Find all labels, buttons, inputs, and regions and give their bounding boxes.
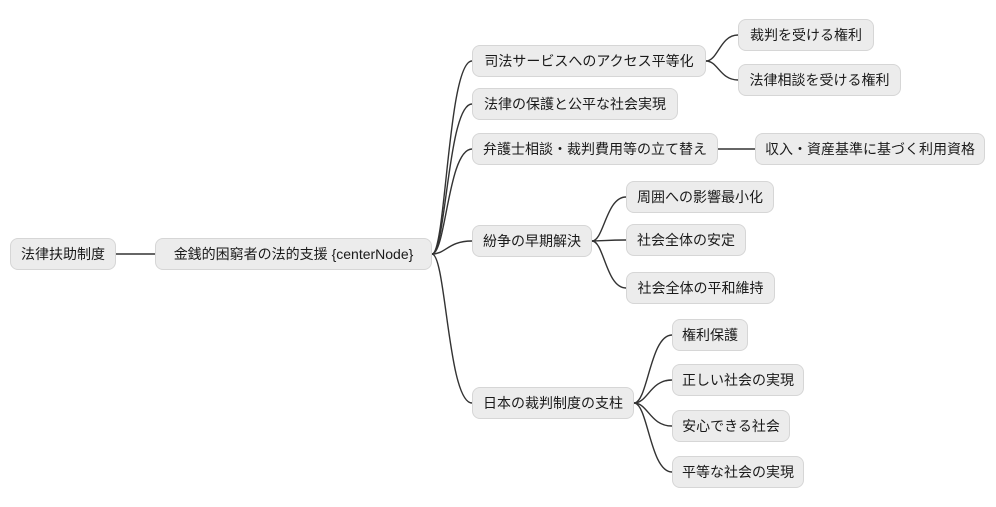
edge-center-to-early-resolution [431, 240, 473, 255]
edge-center-to-legal-protection [431, 103, 473, 255]
branch-early-resolution: 紛争の早期解決 [472, 225, 592, 257]
edge-resolution-to-peace [591, 240, 627, 289]
edge-center-to-court-pillar [431, 253, 473, 404]
edge-center-to-access-equality [431, 60, 473, 255]
leaf-rights-protection: 権利保護 [672, 319, 748, 351]
edge-resolution-to-impact-min [591, 196, 627, 242]
branch-court-system-pillar: 日本の裁判制度の支柱 [472, 387, 634, 419]
edge-center-to-cost-advance [431, 148, 473, 255]
leaf-just-society: 正しい社会の実現 [672, 364, 804, 396]
leaf-social-peace: 社会全体の平和維持 [626, 272, 775, 304]
leaf-impact-minimization: 周囲への影響最小化 [626, 181, 774, 213]
edge-access-to-consult-right [705, 60, 739, 81]
edge-pillar-to-just-society [633, 379, 673, 404]
leaf-right-to-trial: 裁判を受ける権利 [738, 19, 874, 51]
leaf-right-to-legal-consult: 法律相談を受ける権利 [738, 64, 901, 96]
branch-access-equality: 司法サービスへのアクセス平等化 [472, 45, 706, 77]
leaf-secure-society: 安心できる社会 [672, 410, 790, 442]
edge-pillar-to-equal-society [633, 402, 673, 473]
leaf-eligibility-criteria: 収入・資産基準に基づく利用資格 [755, 133, 985, 165]
edge-access-to-trial-right [705, 34, 739, 62]
branch-legal-protection: 法律の保護と公平な社会実現 [472, 88, 678, 120]
branch-cost-advance: 弁護士相談・裁判費用等の立て替え [472, 133, 718, 165]
edge-pillar-to-rights [633, 334, 673, 404]
node-center-legal-support: 金銭的困窮者の法的支援 {centerNode} [155, 238, 432, 270]
node-legal-aid-system: 法律扶助制度 [10, 238, 116, 270]
leaf-social-stability: 社会全体の安定 [626, 224, 746, 256]
edge-pillar-to-secure-society [633, 402, 673, 427]
leaf-equal-society: 平等な社会の実現 [672, 456, 804, 488]
edge-resolution-to-stability [591, 239, 627, 242]
